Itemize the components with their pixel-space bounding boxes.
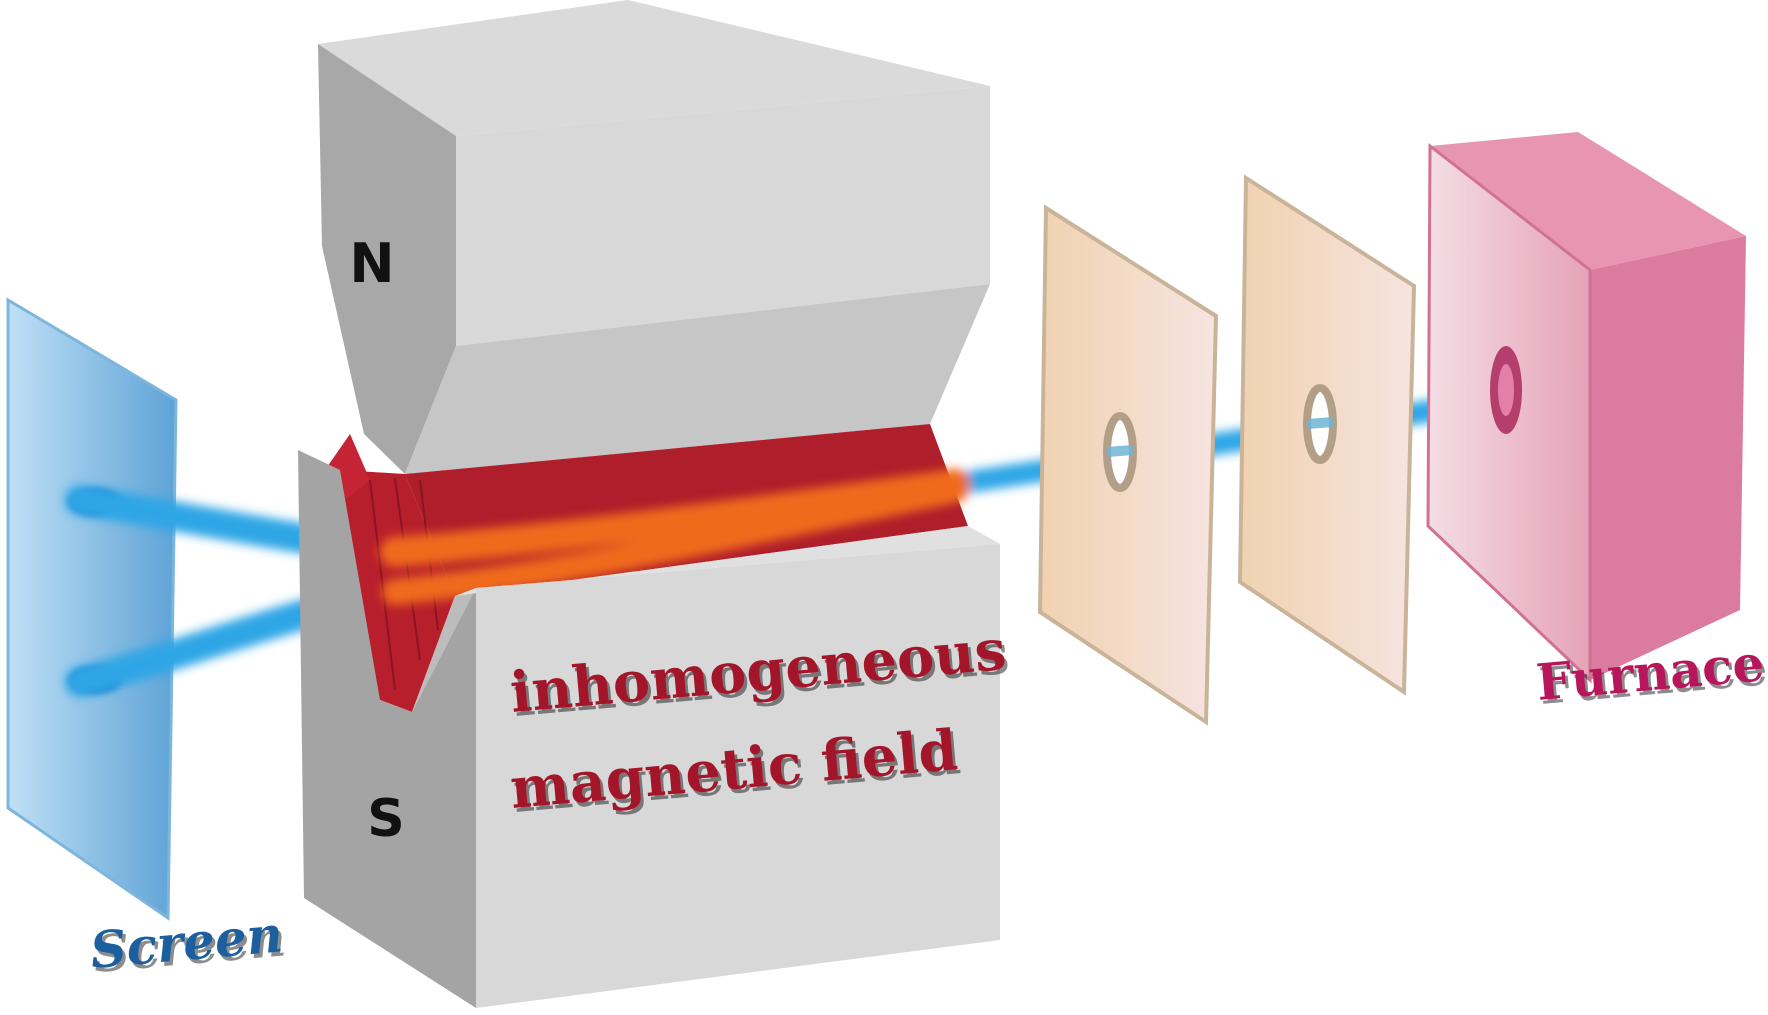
magnet-north-pole: N (318, 0, 990, 474)
magnet-south-pole: S (298, 450, 1000, 1008)
beam-incoming (919, 387, 1526, 499)
north-pole-letter: N (349, 232, 394, 295)
aperture-plate-1 (1037, 204, 1219, 726)
south-pole-letter: S (367, 789, 404, 849)
screen-label: Screen (88, 904, 285, 980)
beam-in-field-lower (382, 477, 968, 605)
aperture-plate-2 (1237, 174, 1417, 696)
screen (6, 297, 178, 921)
furnace (1426, 132, 1746, 684)
screen-label-group: Screen (88, 904, 285, 980)
atomic-beam (380, 387, 1526, 605)
screen-panel (6, 297, 178, 921)
